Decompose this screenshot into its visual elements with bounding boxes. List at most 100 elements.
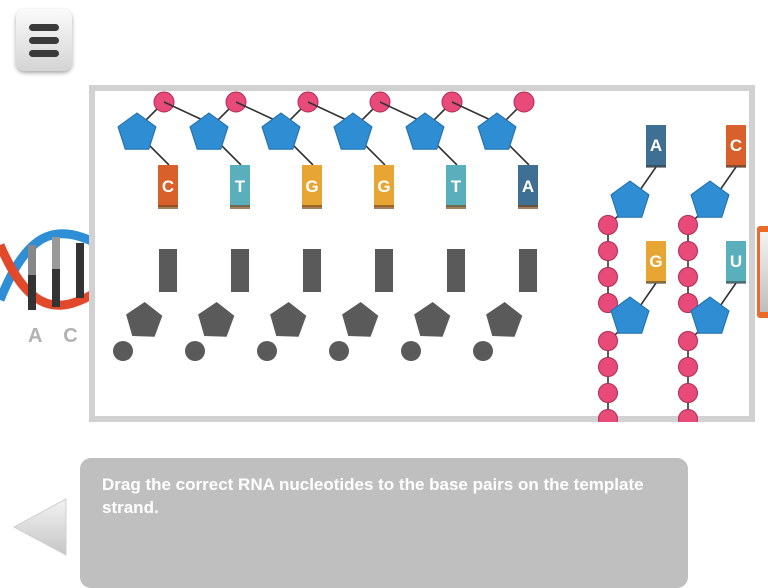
base-letter: A — [650, 136, 662, 155]
base-letter: U — [730, 252, 742, 271]
slot-sugar-placeholder — [342, 302, 379, 337]
base-block — [446, 165, 466, 207]
sugar-pentagon — [405, 112, 445, 150]
sugar-pentagon — [477, 112, 517, 150]
base-block-edge — [726, 165, 746, 168]
sugar-pentagon — [690, 296, 730, 334]
sugar-pentagon — [261, 112, 301, 150]
template-nucleotide: T — [163, 91, 250, 209]
slot-phosphate-placeholder — [329, 341, 349, 361]
base-letter: A — [522, 177, 534, 196]
drop-slot[interactable] — [329, 249, 393, 361]
slot-sugar-placeholder — [198, 302, 235, 337]
slot-base-placeholder — [375, 249, 393, 292]
phosphate-circle — [678, 357, 698, 377]
base-block — [726, 125, 746, 167]
glycosidic-bond — [290, 142, 314, 166]
slot-base-placeholder — [231, 249, 249, 292]
phosphate-circle — [598, 267, 618, 287]
drop-slot[interactable] — [257, 249, 321, 361]
phosphate-circle — [513, 91, 535, 113]
base-block-edge — [302, 205, 322, 209]
dna-helix-image — [0, 229, 100, 310]
instruction-box: Drag the correct RNA nucleotides to the … — [80, 458, 688, 588]
template-nucleotide: G — [235, 91, 322, 209]
sugar-pentagon — [690, 180, 730, 218]
transcription-panel: C T G G T A A C G U — [89, 85, 755, 422]
template-nucleotide: G — [307, 91, 394, 209]
base-block-edge — [646, 165, 666, 168]
base-letter: C — [730, 136, 742, 155]
rna-nucleotide-A[interactable]: A — [598, 125, 667, 313]
base-block-edge — [446, 205, 466, 209]
drop-slot[interactable] — [113, 249, 177, 361]
sugar-pentagon — [610, 296, 650, 334]
slot-base-placeholder — [447, 249, 465, 292]
sugar-pentagon — [189, 112, 229, 150]
base-block — [374, 165, 394, 207]
instruction-text: Drag the correct RNA nucleotides to the … — [102, 475, 644, 517]
drop-slot[interactable] — [401, 249, 465, 361]
phosphate-circle — [678, 383, 698, 403]
slot-phosphate-placeholder — [257, 341, 277, 361]
phosphate-circle — [678, 331, 698, 351]
phosphate-circle — [678, 241, 698, 261]
slot-phosphate-placeholder — [113, 341, 133, 361]
glycosidic-bond — [506, 142, 530, 166]
phosphate-circle — [598, 215, 618, 235]
base-letter: G — [377, 177, 390, 196]
back-arrow-icon[interactable] — [10, 495, 70, 559]
base-block — [646, 125, 666, 167]
template-nucleotide: C — [117, 91, 178, 209]
base-block — [726, 241, 746, 283]
phosphate-circle — [598, 293, 618, 313]
template-nucleotide: A — [451, 91, 538, 209]
base-block-edge — [518, 205, 538, 209]
menu-button[interactable] — [16, 9, 72, 71]
slot-sugar-placeholder — [414, 302, 451, 337]
slot-sugar-placeholder — [486, 302, 523, 337]
side-panel-tab-inner — [760, 232, 768, 312]
slot-base-placeholder — [519, 249, 537, 292]
template-nucleotide: T — [379, 91, 466, 209]
drop-slot[interactable] — [185, 249, 249, 361]
slot-phosphate-placeholder — [185, 341, 205, 361]
base-block — [646, 241, 666, 283]
slot-phosphate-placeholder — [401, 341, 421, 361]
slot-base-placeholder — [303, 249, 321, 292]
base-letter: T — [235, 177, 246, 196]
phosphate-circle — [678, 215, 698, 235]
base-block — [158, 165, 178, 207]
base-block-edge — [646, 281, 666, 284]
rna-nucleotide-C[interactable]: C — [678, 125, 747, 313]
rna-nucleotide-U[interactable]: U — [678, 241, 747, 422]
base-letter: G — [305, 177, 318, 196]
base-block — [518, 165, 538, 207]
base-block-edge — [374, 205, 394, 209]
glycosidic-bond — [434, 142, 458, 166]
base-block-edge — [726, 281, 746, 284]
base-letter: T — [451, 177, 462, 196]
phosphate-circle — [678, 267, 698, 287]
glycosidic-bond — [218, 142, 242, 166]
sugar-pentagon — [117, 112, 157, 150]
base-block — [230, 165, 250, 207]
drop-slot[interactable] — [473, 249, 537, 361]
base-letter: C — [162, 177, 174, 196]
phosphate-circle — [598, 409, 618, 422]
glycosidic-bond — [146, 142, 170, 166]
phosphate-circle — [598, 383, 618, 403]
slot-sugar-placeholder — [270, 302, 307, 337]
sugar-pentagon — [610, 180, 650, 218]
rna-nucleotide-G[interactable]: G — [598, 241, 667, 422]
phosphate-circle — [598, 357, 618, 377]
phosphate-circle — [678, 293, 698, 313]
base-letter: G — [649, 252, 662, 271]
phosphate-circle — [598, 241, 618, 261]
slot-sugar-placeholder — [126, 302, 163, 337]
base-block-edge — [158, 205, 178, 209]
glycosidic-bond — [362, 142, 386, 166]
phosphate-circle — [678, 409, 698, 422]
phosphate-circle — [598, 331, 618, 351]
slot-base-placeholder — [159, 249, 177, 292]
